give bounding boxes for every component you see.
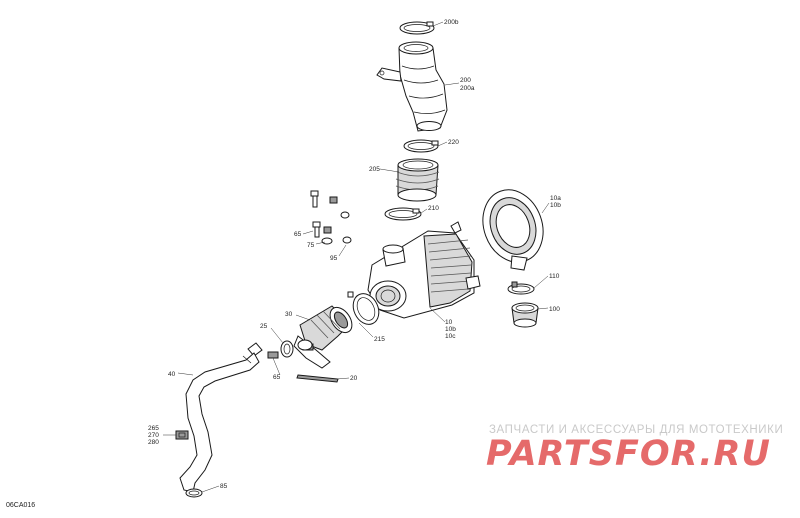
label-75: 75 xyxy=(307,242,315,249)
part-85-clamp xyxy=(185,488,203,498)
part-95-grommet xyxy=(342,236,352,244)
label-100: 100 xyxy=(549,306,560,313)
label-200a: 200a xyxy=(460,85,475,92)
label-10b-top: 10b xyxy=(550,202,561,209)
label-40: 40 xyxy=(168,371,176,378)
label-280: 280 xyxy=(148,439,159,446)
label-95: 95 xyxy=(330,255,338,262)
part-205-coupling xyxy=(395,158,440,202)
label-200b: 200b xyxy=(444,19,459,26)
watermark-tagline: ЗАПЧАСТИ И АКСЕССУАРЫ ДЛЯ МОТОТЕХНИКИ xyxy=(489,424,784,436)
label-265: 265 xyxy=(148,425,159,432)
part-215-clamp xyxy=(347,291,380,325)
label-205: 205 xyxy=(369,166,380,173)
label-25: 25 xyxy=(260,323,268,330)
leader-lines xyxy=(163,21,550,493)
label-65-upper: 65 xyxy=(294,231,302,238)
part-100-boot xyxy=(511,302,539,328)
part-30-intake-adapter xyxy=(293,305,353,369)
label-10: 10 xyxy=(445,319,453,326)
part-fastener-washer-upper xyxy=(340,211,350,219)
callout-labels: 200b 200 200a 220 205 210 10a 10b 65 75 … xyxy=(148,19,561,490)
label-85: 85 xyxy=(220,483,228,490)
part-40-hose xyxy=(179,342,263,493)
part-265-clip xyxy=(175,430,189,440)
label-65-lower: 65 xyxy=(273,374,281,381)
label-10c: 10c xyxy=(445,333,456,340)
label-10b: 10b xyxy=(445,326,456,333)
part-200b-clamp xyxy=(399,21,435,35)
watermark-logo: PARTSFOR.RU xyxy=(486,434,771,474)
label-30: 30 xyxy=(285,311,293,318)
part-fastener-bolt-upper xyxy=(310,190,319,208)
part-20-strap xyxy=(296,374,339,383)
label-20: 20 xyxy=(350,375,358,382)
part-fastener-nut-lower xyxy=(323,226,332,234)
part-10-airbox-housing xyxy=(367,221,481,319)
label-200: 200 xyxy=(460,77,471,84)
label-110: 110 xyxy=(549,273,560,280)
label-210: 210 xyxy=(428,205,439,212)
part-fastener-nut-upper xyxy=(329,196,338,204)
label-10a: 10a xyxy=(550,195,561,202)
part-65-bolt-lower xyxy=(267,351,279,359)
diagram-code: 06CA016 xyxy=(6,502,36,509)
label-215: 215 xyxy=(374,336,385,343)
label-220: 220 xyxy=(448,139,459,146)
part-65-bolt xyxy=(312,221,321,238)
part-10a-end-cap xyxy=(482,189,544,271)
part-220-clamp xyxy=(403,139,439,153)
part-25-clamp xyxy=(280,340,294,358)
part-200-intake-duct xyxy=(376,41,448,132)
part-110-clamp xyxy=(507,281,535,295)
part-210-clamp xyxy=(384,207,422,221)
part-75-washer xyxy=(321,237,333,245)
label-270: 270 xyxy=(148,432,159,439)
